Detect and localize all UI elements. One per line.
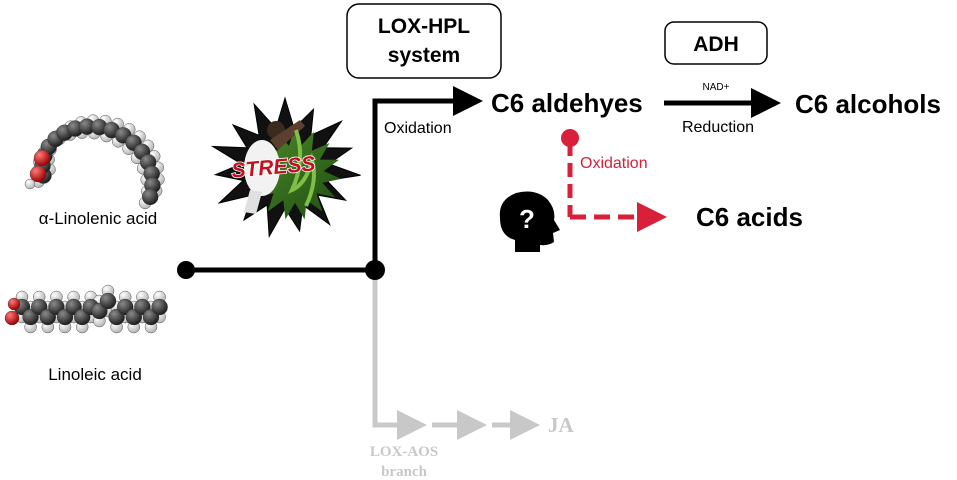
inhibition-node	[561, 129, 579, 147]
linoleic-acid-molecule-icon	[4, 284, 168, 334]
hpl-arrow	[372, 86, 483, 270]
alpha-linolenic-label: α-Linolenic acid	[39, 209, 158, 228]
lox-hpl-line2: system	[388, 44, 460, 67]
adh-box: ADH	[664, 21, 768, 65]
svg-text:?: ?	[519, 204, 535, 234]
c6-alcohols-label: C6 alcohols	[795, 89, 941, 119]
worker-figure-icon	[244, 120, 305, 214]
main-pathway	[177, 86, 781, 280]
c6-acids-label: C6 acids	[696, 202, 803, 232]
linoleic-label: Linoleic acid	[48, 365, 142, 384]
head-question-icon: ?	[499, 191, 560, 252]
c6-aldehydes-label: C6 aldehyes	[491, 88, 643, 118]
oxidation-red-label: Oxidation	[580, 155, 648, 172]
lox-aos-branch: JA LOX-AOS branch	[370, 280, 575, 480]
reduction-label: Reduction	[682, 119, 754, 136]
nad-label: NAD+	[703, 82, 730, 93]
ja-label: JA	[548, 413, 575, 437]
lox-hpl-line1: LOX-HPL	[378, 15, 470, 38]
branch-label: branch	[381, 464, 428, 480]
lox-hpl-box: LOX-HPL system	[346, 3, 502, 79]
aos-arrow-1	[372, 280, 427, 440]
stress-burst-icon: STRESS	[210, 96, 361, 239]
alpha-linolenic-acid-molecule-icon	[24, 114, 165, 210]
lox-aos-label: LOX-AOS	[370, 444, 438, 460]
oxidation-main-label: Oxidation	[384, 120, 452, 137]
adh-label: ADH	[693, 33, 739, 56]
branch-node	[365, 260, 385, 280]
start-node	[177, 261, 195, 279]
unknown-oxidation-path: Oxidation	[561, 129, 667, 232]
